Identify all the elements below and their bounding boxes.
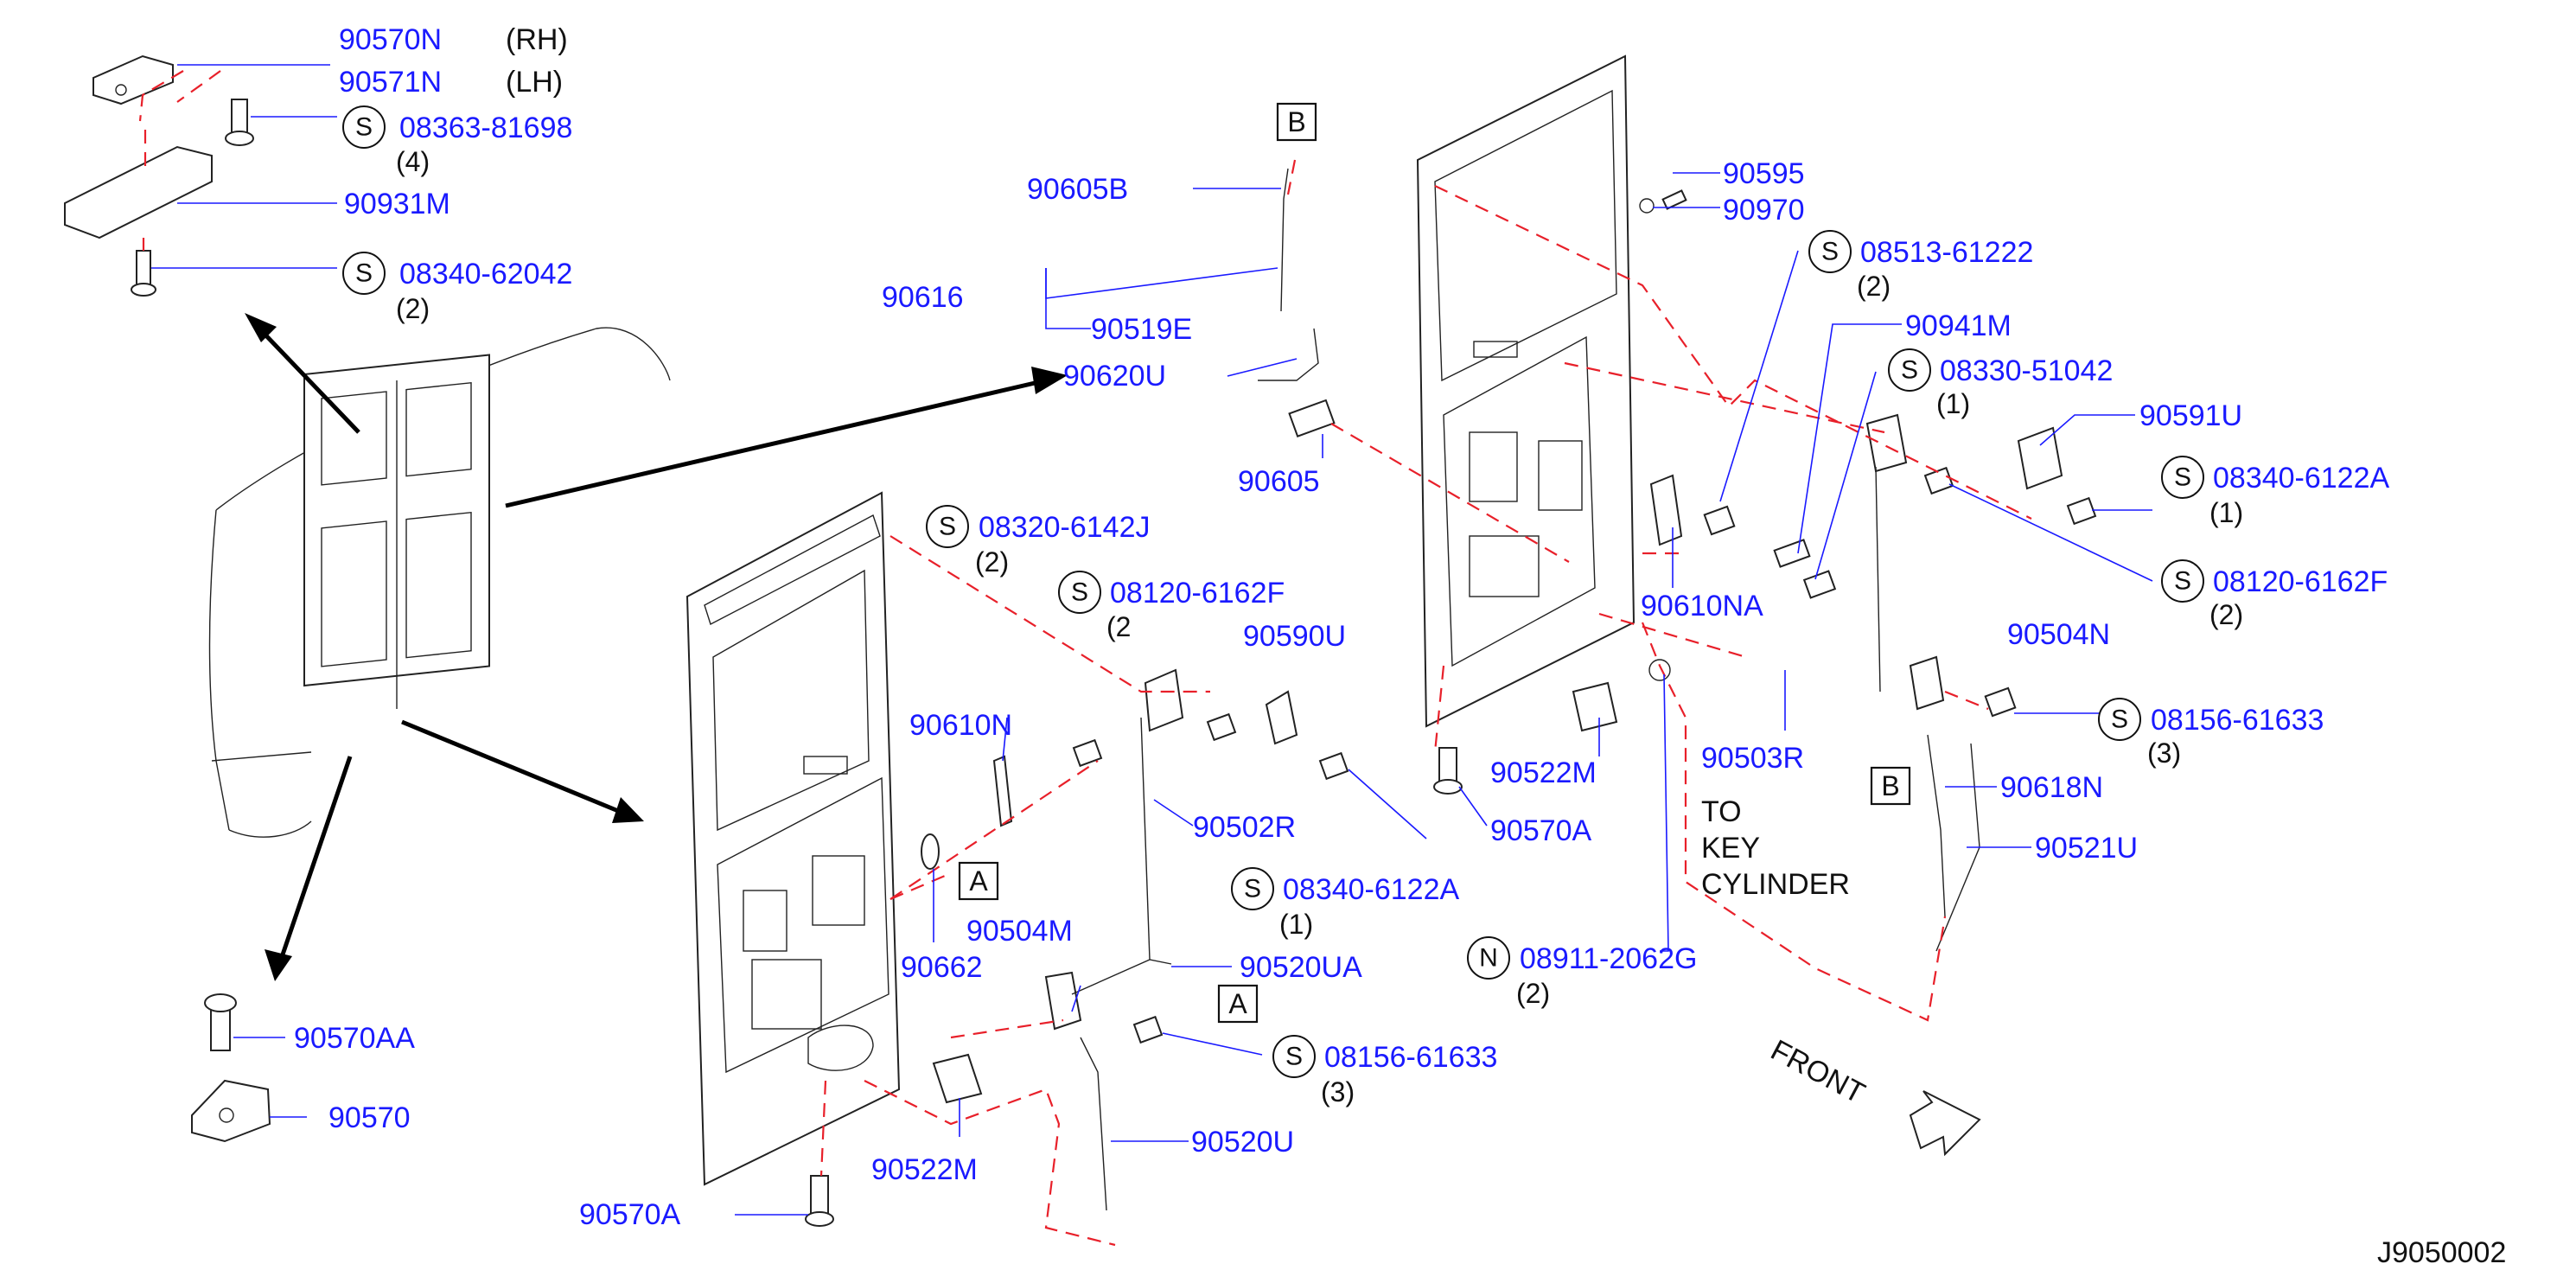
qty-note: (2 [1106, 611, 1131, 642]
part-90595: 90595 [1723, 157, 1805, 190]
part-90522M: 90522M [1490, 756, 1597, 789]
s-badge: S [2174, 463, 2191, 492]
s-badge: S [1071, 578, 1088, 607]
part-90520U: 90520U [1191, 1126, 1294, 1159]
reference-boxes: B A A B [958, 102, 1911, 1024]
part-labels: 90570N (RH) 90571N (LH) 08363-81698 (4) … [294, 23, 2506, 1269]
part-90571N: 90571N [339, 66, 442, 99]
part-08911-2062G: 08911-2062G [1520, 942, 1697, 975]
lh-note: (LH) [506, 66, 563, 99]
qty-note: (1) [1279, 909, 1313, 940]
part-08340-6122A: 08340-6122A [1283, 873, 1460, 906]
part-90610N: 90610N [909, 709, 1012, 742]
qty-note: (1) [1936, 388, 1970, 419]
to-key-cylinder-note: KEY [1701, 832, 1760, 865]
part-08320-6142J: 08320-6142J [979, 511, 1151, 544]
rh-note: (RH) [506, 23, 568, 56]
s-badge: S [1821, 238, 1839, 266]
s-badge: S [1244, 875, 1261, 903]
part-08156-61633: 08156-61633 [2151, 704, 2324, 737]
qty-note: (2) [975, 546, 1009, 578]
leader-lines [151, 64, 2153, 1216]
s-badge: S [939, 513, 956, 541]
part-08120-6162F: 08120-6162F [1110, 577, 1285, 610]
ref-a-box: A [969, 865, 988, 897]
to-key-cylinder-note: TO [1701, 795, 1742, 828]
badges: S S S S S S S S S S S N [342, 105, 2204, 1078]
part-90504M: 90504M [966, 915, 1073, 948]
qty-note: (1) [2209, 497, 2243, 528]
qty-note: (4) [396, 146, 430, 177]
part-08340-62042: 08340-62042 [399, 258, 572, 290]
part-90570N: 90570N [339, 23, 442, 56]
part-08330-51042: 08330-51042 [1940, 354, 2113, 387]
part-90620U: 90620U [1063, 360, 1166, 393]
part-90941M: 90941M [1905, 310, 2012, 342]
part-08340-6122A: 08340-6122A [2213, 462, 2390, 495]
part-90521U: 90521U [2035, 832, 2138, 865]
part-90591U: 90591U [2139, 399, 2242, 432]
s-badge: S [355, 259, 373, 288]
part-90970: 90970 [1723, 194, 1805, 227]
hardware-shapes [64, 54, 2097, 1227]
part-90662: 90662 [901, 951, 983, 984]
front-label: FRONT [1765, 1034, 1870, 1111]
part-08363-81698: 08363-81698 [399, 112, 572, 144]
qty-note: (2) [396, 293, 430, 324]
part-90570: 90570 [328, 1101, 411, 1134]
ref-b-box: B [1881, 770, 1899, 801]
front-arrow-icon [1909, 1090, 1981, 1157]
part-90616: 90616 [882, 281, 964, 314]
s-badge: S [1285, 1043, 1303, 1071]
diagram-id: J9050002 [2377, 1236, 2506, 1269]
ref-a-box: A [1228, 988, 1247, 1019]
vehicle-outline [208, 327, 671, 838]
left-door-panel [685, 491, 901, 1186]
s-badge: S [355, 113, 373, 142]
n-badge: N [1479, 944, 1498, 973]
s-badge: S [1901, 356, 1918, 385]
qty-note: (3) [2147, 737, 2181, 769]
part-08156-61633: 08156-61633 [1324, 1041, 1497, 1074]
part-90605B: 90605B [1027, 173, 1128, 206]
part-90570A: 90570A [1490, 814, 1592, 847]
s-badge: S [2111, 705, 2128, 734]
part-90570A: 90570A [579, 1198, 681, 1231]
alignment-lines [138, 70, 2032, 1247]
part-90570AA: 90570AA [294, 1022, 415, 1055]
callout-arrows [245, 313, 1068, 981]
qty-note: (2) [2209, 599, 2243, 630]
part-90503R: 90503R [1701, 742, 1804, 775]
s-badge: S [2174, 567, 2191, 596]
part-90502R: 90502R [1193, 811, 1296, 844]
part-90605: 90605 [1238, 465, 1320, 498]
part-90522M: 90522M [871, 1153, 978, 1186]
qty-note: (2) [1516, 978, 1550, 1009]
part-90590U: 90590U [1243, 620, 1346, 653]
ref-b-box: B [1287, 106, 1305, 137]
part-90519E: 90519E [1091, 313, 1192, 346]
part-08120-6162F: 08120-6162F [2213, 565, 2388, 598]
part-08513-61222: 08513-61222 [1860, 236, 2033, 269]
to-key-cylinder-note: CYLINDER [1701, 868, 1850, 901]
qty-note: (3) [1321, 1076, 1355, 1107]
part-90504N: 90504N [2007, 618, 2110, 651]
right-door-panel [1416, 54, 1636, 728]
qty-note: (2) [1857, 271, 1891, 302]
part-90610NA: 90610NA [1641, 590, 1763, 622]
part-90618N: 90618N [2000, 771, 2103, 804]
part-90520UA: 90520UA [1240, 951, 1362, 984]
part-90931M: 90931M [344, 188, 450, 220]
